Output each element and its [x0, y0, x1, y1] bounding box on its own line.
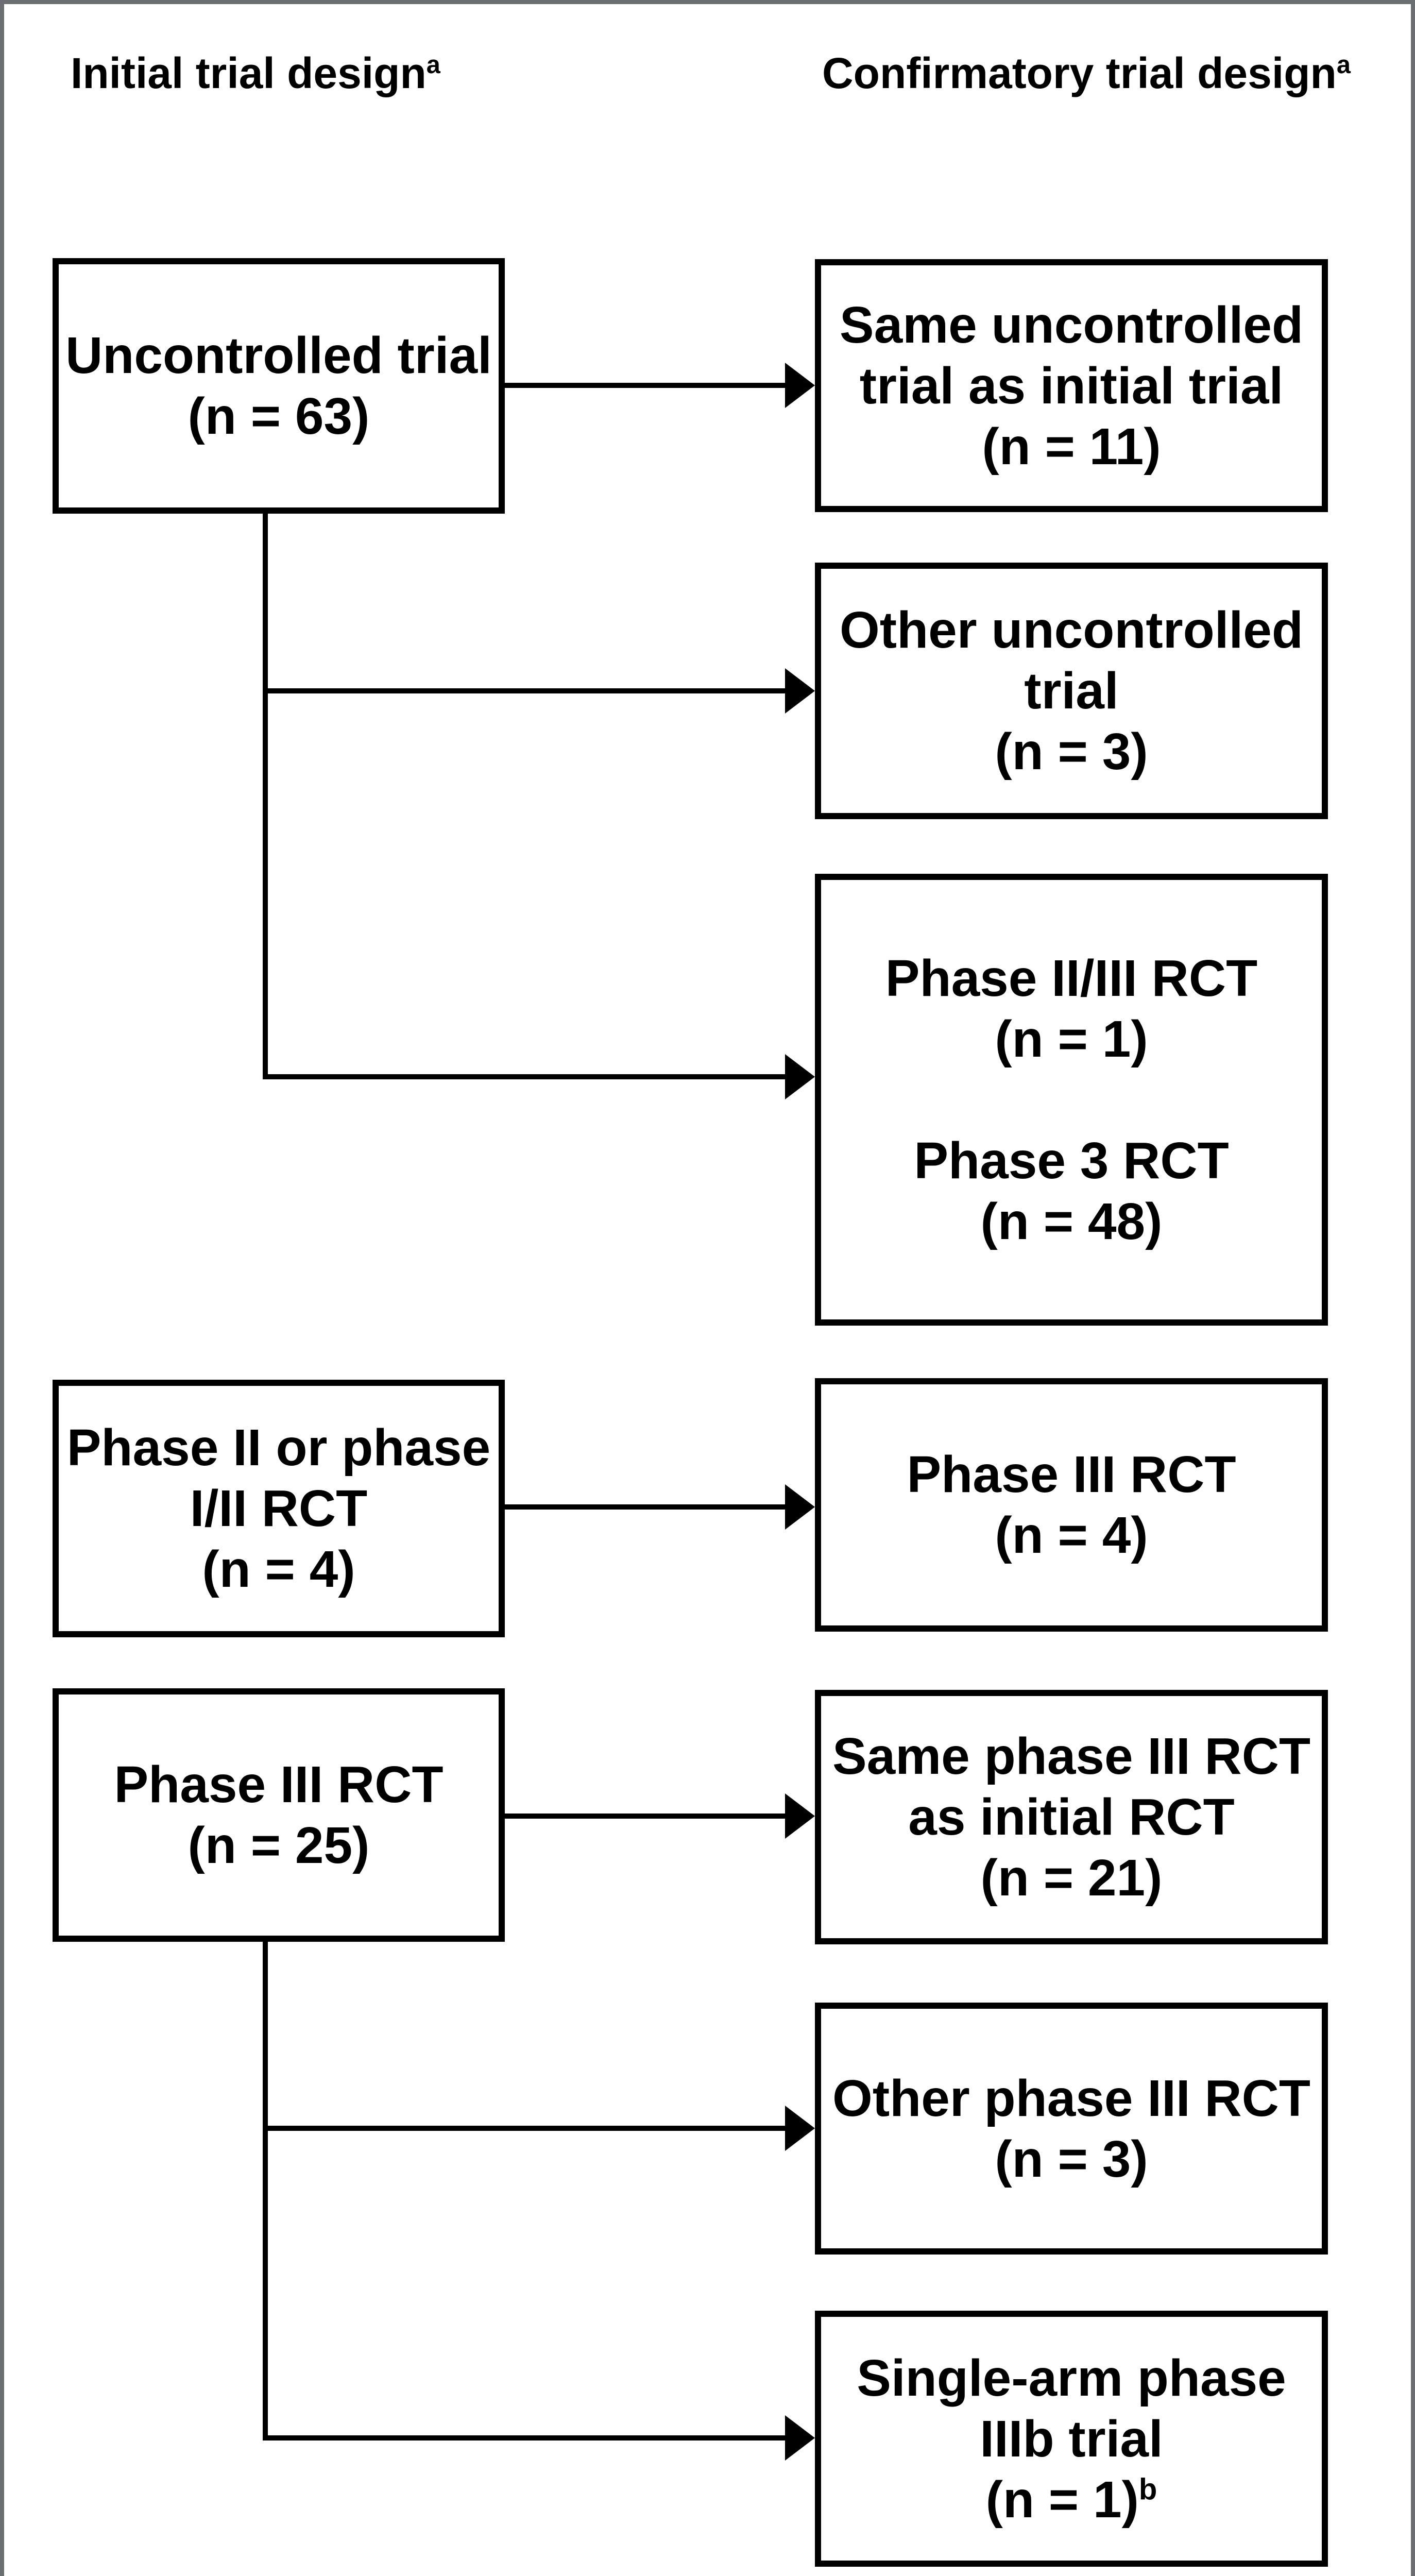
column-header-initial: Initial trial designa: [71, 52, 440, 95]
node-label-line: Other phase III RCT: [832, 2069, 1310, 2127]
arrowhead-icon: [785, 363, 815, 408]
node-count: (n = 21): [980, 1849, 1163, 1907]
node-count: (n = 63): [187, 387, 370, 445]
node-other-uncontrolled-trial: Other uncontrolled trial (n = 3): [815, 563, 1328, 819]
edge-uncontrolled-to-same-uncontrolled: [505, 383, 785, 388]
node-label-line: I/II RCT: [190, 1480, 368, 1537]
node-count: (n = 25): [187, 1817, 370, 1874]
node-other-phase3-rct: Other phase III RCT (n = 3): [815, 2003, 1328, 2255]
node-uncontrolled-trial: Uncontrolled trial (n = 63): [53, 258, 505, 514]
node-label-line: trial as initial trial: [859, 357, 1284, 415]
edge-phase2-to-phase3-rct: [505, 1504, 785, 1510]
node-count-text: (n = 1): [985, 2470, 1139, 2529]
node-phase23-and-phase3-rct: Phase II/III RCT (n = 1) Phase 3 RCT (n …: [815, 874, 1328, 1326]
arrowhead-icon: [785, 1793, 815, 1839]
node-phase2-or-phase12-rct: Phase II or phase I/II RCT (n = 4): [53, 1380, 505, 1637]
node-label-line: Other uncontrolled: [840, 601, 1303, 659]
node-paragraph: Phase 3 RCT (n = 48): [914, 1130, 1229, 1252]
node-same-uncontrolled-trial: Same uncontrolled trial as initial trial…: [815, 259, 1328, 512]
node-count: (n = 48): [980, 1192, 1163, 1250]
edge-phase3-25-to-same-phase3: [505, 1814, 785, 1819]
node-label-line: IIIb trial: [980, 2410, 1163, 2468]
arrowhead-icon: [785, 2415, 815, 2461]
node-label-line: Single-arm phase: [857, 2349, 1286, 2407]
column-header-confirmatory-text: Confirmatory trial design: [822, 49, 1337, 97]
node-label-line: Phase III RCT: [907, 1446, 1236, 1503]
node-phase3-rct-4: Phase III RCT (n = 4): [815, 1378, 1328, 1632]
node-count: (n = 4): [202, 1540, 355, 1598]
node-count: (n = 3): [995, 2130, 1148, 2188]
arrowhead-icon: [785, 2106, 815, 2151]
node-label-line: Phase II/III RCT: [885, 949, 1258, 1007]
edge-phase3-25-to-other-phase3: [263, 2126, 785, 2131]
arrowhead-icon: [785, 668, 815, 714]
branch-line-phase3: [263, 1942, 268, 2441]
node-label-line: Phase II or phase: [66, 1419, 491, 1477]
node-label-line: Phase III RCT: [114, 1756, 444, 1814]
column-header-initial-text: Initial trial design: [71, 49, 427, 97]
node-label-line: Phase 3 RCT: [914, 1131, 1229, 1190]
node-label-line: Same phase III RCT: [832, 1727, 1311, 1785]
node-phase3-rct-25: Phase III RCT (n = 25): [53, 1688, 505, 1942]
node-count: (n = 11): [982, 417, 1161, 476]
node-paragraph: Phase II/III RCT (n = 1): [885, 948, 1257, 1070]
node-label-line: trial: [1024, 662, 1119, 720]
column-header-confirmatory: Confirmatory trial designa: [822, 52, 1351, 95]
footnote-marker-a: a: [1336, 51, 1351, 79]
node-single-arm-phase3b-trial: Single-arm phase IIIb trial (n = 1)b: [815, 2311, 1328, 2567]
edge-uncontrolled-to-other-uncontrolled: [263, 688, 785, 693]
arrowhead-icon: [785, 1484, 815, 1530]
node-count: (n = 3): [995, 723, 1148, 781]
footnote-marker-b: b: [1138, 2472, 1157, 2506]
node-label-line: Same uncontrolled: [839, 296, 1304, 354]
edge-uncontrolled-to-phase23-rct: [263, 1074, 785, 1079]
node-count: (n = 1)b: [986, 2469, 1157, 2530]
footnote-marker-a: a: [426, 51, 440, 79]
branch-line-uncontrolled: [263, 514, 268, 1079]
node-count: (n = 4): [995, 1506, 1148, 1564]
node-label-line: as initial RCT: [908, 1788, 1235, 1846]
node-label-line: Uncontrolled trial: [65, 327, 492, 384]
edge-phase3-25-to-single-arm: [263, 2435, 785, 2441]
node-same-phase3-rct: Same phase III RCT as initial RCT (n = 2…: [815, 1690, 1328, 1944]
arrowhead-icon: [785, 1054, 815, 1099]
node-count: (n = 1): [995, 1010, 1148, 1068]
